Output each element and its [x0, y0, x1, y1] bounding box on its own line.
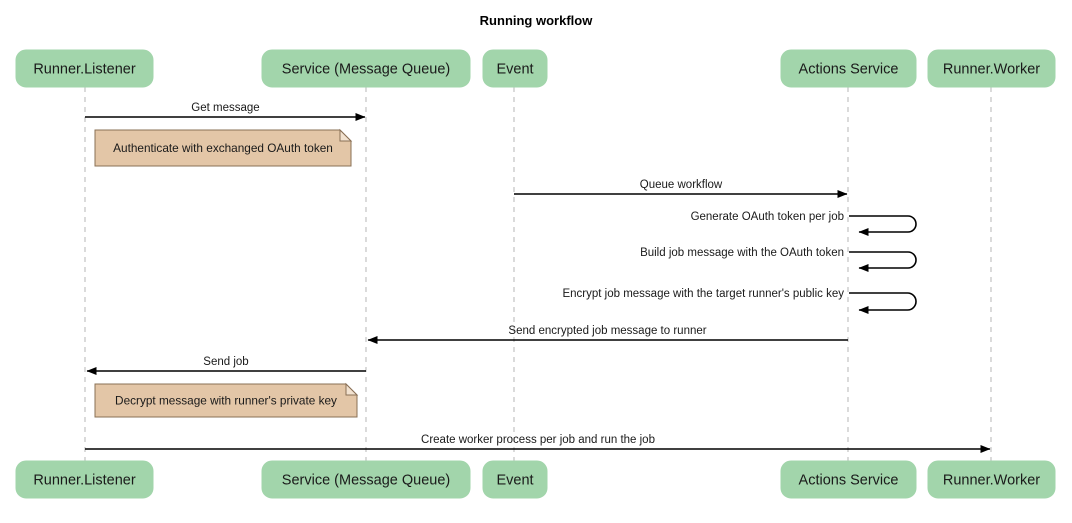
participant-box: [482, 460, 548, 499]
note-decrypt-message-with-runners-private-key[interactable]: Decrypt message with runner's private ke…: [94, 382, 359, 418]
diagram-title: Running workflow: [480, 13, 594, 28]
message-label: Queue workflow: [640, 179, 723, 191]
notes-group: Authenticate with exchanged OAuth tokenD…: [94, 128, 359, 418]
message-label: Encrypt job message with the target runn…: [562, 288, 844, 300]
message-queue-workflow[interactable]: Queue workflow: [514, 179, 848, 198]
participant-label: Runner.Worker: [943, 472, 1040, 488]
participant-service-message-queue-footer[interactable]: Service (Message Queue): [261, 460, 471, 499]
participant-box: [780, 49, 917, 88]
participant-actions-service-footer[interactable]: Actions Service: [780, 460, 917, 499]
participant-label: Service (Message Queue): [282, 61, 450, 77]
self-loop-path: [849, 251, 917, 272]
self-loop-path: [849, 292, 917, 314]
message-label: Create worker process per job and run th…: [421, 434, 655, 446]
message-build-job-message-with-the-oauth-token[interactable]: Build job message with the OAuth token: [640, 247, 917, 272]
participant-runner-worker-header[interactable]: Runner.Worker: [927, 49, 1056, 88]
participant-service-message-queue-header[interactable]: Service (Message Queue): [261, 49, 471, 88]
message-generate-oauth-token-per-job[interactable]: Generate OAuth token per job: [691, 211, 917, 236]
participant-box: [15, 460, 154, 499]
lifelines-group: [84, 87, 992, 461]
participant-label: Event: [496, 472, 533, 488]
participant-event-header[interactable]: Event: [482, 49, 548, 88]
note-fold-corner-icon: [339, 128, 353, 142]
participant-label: Runner.Listener: [33, 472, 136, 488]
message-label: Send encrypted job message to runner: [508, 325, 706, 337]
note-body: [94, 129, 352, 167]
message-label: Send job: [203, 356, 248, 368]
participant-box: [482, 49, 548, 88]
message-label: Generate OAuth token per job: [691, 211, 844, 223]
participant-label: Runner.Listener: [33, 61, 136, 77]
note-label: Authenticate with exchanged OAuth token: [113, 141, 333, 155]
note-body: [94, 383, 358, 418]
message-label: Build job message with the OAuth token: [640, 247, 844, 259]
participant-runner-listener-footer[interactable]: Runner.Listener: [15, 460, 154, 499]
participant-label: Actions Service: [799, 61, 899, 77]
message-label: Get message: [191, 102, 259, 114]
message-encrypt-job-message-with-the-target-runners-public-key[interactable]: Encrypt job message with the target runn…: [562, 288, 917, 314]
note-label: Decrypt message with runner's private ke…: [115, 394, 337, 408]
participant-box: [261, 460, 471, 499]
participant-label: Runner.Worker: [943, 61, 1040, 77]
self-loop-path: [849, 215, 917, 236]
participant-box: [927, 460, 1056, 499]
participant-runner-listener-header[interactable]: Runner.Listener: [15, 49, 154, 88]
participant-box: [261, 49, 471, 88]
diagram-title-group: Running workflow: [480, 13, 594, 28]
participant-actions-service-header[interactable]: Actions Service: [780, 49, 917, 88]
message-send-encrypted-job-message-to-runner[interactable]: Send encrypted job message to runner: [367, 325, 848, 344]
message-get-message[interactable]: Get message: [85, 102, 366, 121]
participant-box: [780, 460, 917, 499]
note-authenticate-with-exchanged-oauth-token[interactable]: Authenticate with exchanged OAuth token: [94, 128, 353, 167]
participant-box: [927, 49, 1056, 88]
participant-runner-worker-footer[interactable]: Runner.Worker: [927, 460, 1056, 499]
participant-label: Service (Message Queue): [282, 472, 450, 488]
note-fold-corner-icon: [345, 382, 359, 396]
message-create-worker-process-per-job-and-run-the-job[interactable]: Create worker process per job and run th…: [85, 434, 991, 453]
participant-box: [15, 49, 154, 88]
participant-event-footer[interactable]: Event: [482, 460, 548, 499]
participant-label: Actions Service: [799, 472, 899, 488]
message-send-job[interactable]: Send job: [86, 356, 366, 375]
participant-label: Event: [496, 61, 533, 77]
